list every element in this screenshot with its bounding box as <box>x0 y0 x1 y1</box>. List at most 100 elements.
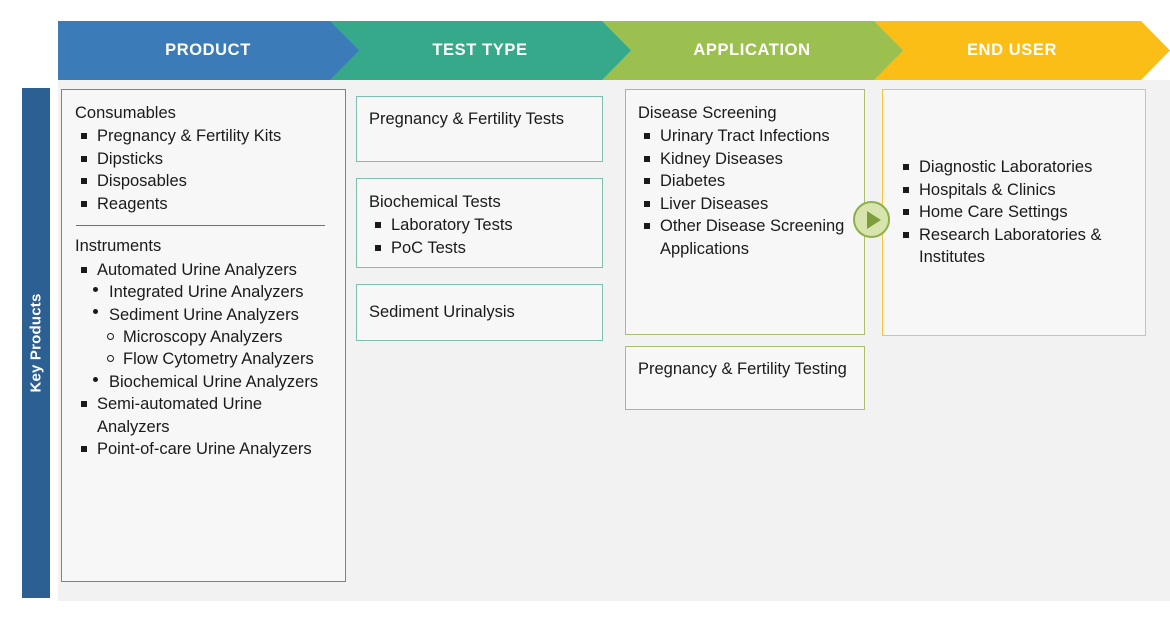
card-heading: Pregnancy & Fertility Tests <box>369 110 565 128</box>
test-type-card-biochemical[interactable]: Biochemical Tests Laboratory Tests PoC T… <box>356 178 603 268</box>
key-products-sidebar: Key Products <box>22 88 50 598</box>
list-item: Disposables <box>75 170 333 192</box>
square-bullet-icon <box>81 133 87 140</box>
list-item: Research Laboratories & Institutes <box>897 224 1133 269</box>
square-bullet-icon <box>81 401 87 408</box>
dot-bullet-icon <box>93 376 98 382</box>
list-item-label: Laboratory Tests <box>391 216 513 235</box>
square-bullet-icon <box>81 266 87 273</box>
group-heading: Consumables <box>75 104 176 122</box>
play-triangle-icon <box>866 210 881 229</box>
list-item: Pregnancy & Fertility Kits <box>75 125 333 147</box>
stage-label-end-user: END USER <box>966 41 1058 59</box>
list-item-label: Semi-automated Urine Analyzers <box>97 395 263 436</box>
square-bullet-icon <box>375 222 381 229</box>
square-bullet-icon <box>644 178 650 185</box>
stage-arrow-end-user[interactable]: END USER <box>874 21 1170 80</box>
list-item: Laboratory Tests <box>369 214 590 236</box>
test-type-card-sediment-urinalysis[interactable]: Sediment Urinalysis <box>356 284 603 341</box>
group-heading: Instruments <box>75 237 162 256</box>
circle-bullet-icon <box>107 354 114 362</box>
square-bullet-icon <box>903 231 909 238</box>
list-item: Reagents <box>75 193 333 215</box>
square-bullet-icon <box>81 178 87 185</box>
list-item-label: Diabetes <box>660 172 726 191</box>
stage-arrow-product[interactable]: PRODUCT <box>58 21 378 80</box>
disease-screening-list: Urinary Tract Infections Kidney Diseases… <box>638 125 852 260</box>
list-item-label: Integrated Urine Analyzers <box>109 283 304 302</box>
list-item: Sediment Urine Analyzers <box>75 304 333 326</box>
list-item-label: Liver Diseases <box>660 194 769 213</box>
list-item-label: Biochemical Urine Analyzers <box>109 372 319 391</box>
product-instruments-list: Automated Urine Analyzers Integrated Uri… <box>75 259 333 461</box>
stage-arrow-application[interactable]: APPLICATION <box>602 21 922 80</box>
play-icon[interactable] <box>853 201 890 238</box>
list-item: Diagnostic Laboratories <box>897 156 1133 178</box>
list-item-label: Microscopy Analyzers <box>123 327 283 346</box>
list-item-label: Hospitals & Clinics <box>919 180 1056 199</box>
stage-arrow-test-type[interactable]: TEST TYPE <box>330 21 650 80</box>
list-item: Biochemical Urine Analyzers <box>75 371 333 393</box>
square-bullet-icon <box>644 200 650 207</box>
list-item: PoC Tests <box>369 237 590 259</box>
card-heading: Pregnancy & Fertility Testing <box>638 360 847 378</box>
biochemical-tests-list: Laboratory Tests PoC Tests <box>369 214 590 259</box>
list-item: Other Disease Screening Applications <box>638 215 852 260</box>
list-item: Point-of-care Urine Analyzers <box>75 438 333 460</box>
list-item: Dipsticks <box>75 148 333 170</box>
product-card[interactable]: Consumables Pregnancy & Fertility Kits D… <box>61 89 346 582</box>
list-item: Diabetes <box>638 170 852 192</box>
square-bullet-icon <box>644 155 650 162</box>
list-item: Automated Urine Analyzers <box>75 259 333 281</box>
list-item: Semi-automated Urine Analyzers <box>75 393 333 438</box>
list-item-label: Sediment Urine Analyzers <box>109 305 299 324</box>
square-bullet-icon <box>644 223 650 230</box>
stage-label-test-type: TEST TYPE <box>432 41 528 59</box>
list-item: Hospitals & Clinics <box>897 179 1133 201</box>
product-consumables-list: Pregnancy & Fertility Kits Dipsticks Dis… <box>75 125 333 215</box>
square-bullet-icon <box>81 155 87 162</box>
product-section-divider <box>76 225 325 227</box>
list-item: Liver Diseases <box>638 193 852 215</box>
stage-label-application: APPLICATION <box>693 41 811 59</box>
square-bullet-icon <box>81 446 87 453</box>
list-item: Kidney Diseases <box>638 148 852 170</box>
list-item: Home Care Settings <box>897 201 1133 223</box>
application-card-pregnancy-fertility-testing[interactable]: Pregnancy & Fertility Testing <box>625 346 865 410</box>
application-card-disease-screening[interactable]: Disease Screening Urinary Tract Infectio… <box>625 89 865 335</box>
list-item: Urinary Tract Infections <box>638 125 852 147</box>
list-item: Integrated Urine Analyzers <box>75 281 333 303</box>
square-bullet-icon <box>903 164 909 171</box>
circle-bullet-icon <box>107 332 114 340</box>
card-heading: Biochemical Tests <box>369 193 501 211</box>
list-item: Microscopy Analyzers <box>75 326 333 348</box>
list-item-label: Kidney Diseases <box>660 149 783 168</box>
card-heading: Disease Screening <box>638 104 777 122</box>
list-item-label: Reagents <box>97 194 168 213</box>
end-user-list: Diagnostic Laboratories Hospitals & Clin… <box>897 156 1133 268</box>
list-item-label: Urinary Tract Infections <box>660 127 830 146</box>
end-user-card[interactable]: Diagnostic Laboratories Hospitals & Clin… <box>882 89 1146 336</box>
square-bullet-icon <box>81 200 87 207</box>
list-item-label: Home Care Settings <box>919 203 1068 222</box>
stage-label-product: PRODUCT <box>165 41 251 59</box>
list-item-label: Disposables <box>97 172 187 191</box>
list-item-label: PoC Tests <box>391 238 466 257</box>
product-group-consumables: Consumables Pregnancy & Fertility Kits D… <box>75 102 333 215</box>
list-item-label: Research Laboratories & Institutes <box>919 225 1102 267</box>
square-bullet-icon <box>903 186 909 193</box>
list-item-label: Dipsticks <box>97 149 164 168</box>
square-bullet-icon <box>644 133 650 140</box>
dot-bullet-icon <box>93 287 98 292</box>
square-bullet-icon <box>903 209 909 216</box>
test-type-card-pregnancy-fertility[interactable]: Pregnancy & Fertility Tests <box>356 96 603 162</box>
key-products-label: Key Products <box>27 293 45 393</box>
product-group-instruments: Instruments Automated Urine Analyzers In… <box>75 235 333 460</box>
list-item-label: Diagnostic Laboratories <box>919 158 1093 177</box>
list-item: Flow Cytometry Analyzers <box>75 348 333 370</box>
list-item-label: Flow Cytometry Analyzers <box>123 350 314 369</box>
square-bullet-icon <box>375 244 381 251</box>
list-item-label: Other Disease Screening Applications <box>660 217 845 258</box>
list-item-label: Pregnancy & Fertility Kits <box>97 127 282 146</box>
list-item-label: Automated Urine Analyzers <box>97 260 297 279</box>
